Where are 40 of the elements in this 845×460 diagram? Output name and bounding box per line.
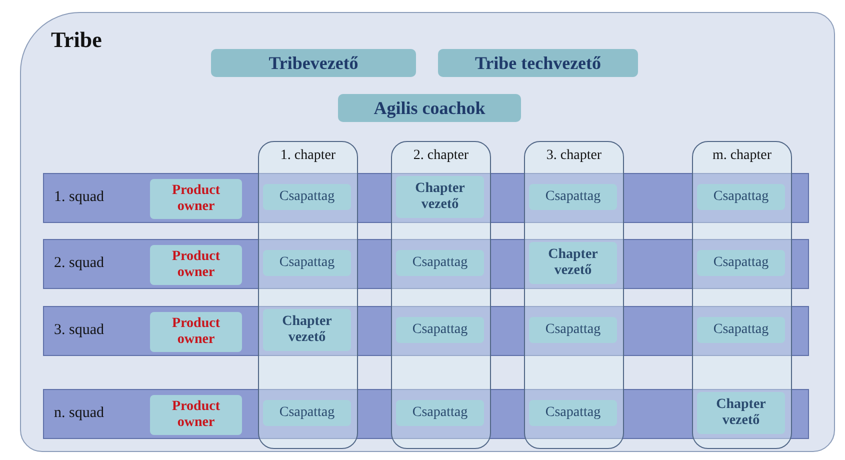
tribe-title: Tribe	[51, 27, 102, 53]
member-label: Csapattag	[279, 405, 335, 421]
member-label: Csapattag	[713, 322, 769, 338]
owner-box	[150, 179, 242, 219]
member-label: Chapter vezető	[281, 314, 333, 346]
chapter-header: 1. chapter	[279, 148, 337, 164]
leader-box	[438, 49, 638, 77]
tribe-panel	[20, 12, 835, 452]
leader-box	[211, 49, 416, 77]
owner-box	[150, 312, 242, 352]
owner-label: Product owner	[171, 183, 221, 215]
member-label: Csapattag	[412, 255, 468, 271]
owner-label: Product owner	[171, 249, 221, 281]
coach-box	[338, 94, 521, 122]
squad-label: 2. squad	[54, 255, 104, 272]
member-label: Csapattag	[412, 405, 468, 421]
member-label: Chapter vezető	[414, 181, 466, 213]
member-label: Csapattag	[545, 322, 601, 338]
member-label: Csapattag	[279, 189, 335, 205]
member-label: Chapter vezető	[547, 247, 599, 279]
member-label: Csapattag	[713, 189, 769, 205]
owner-label: Product owner	[171, 316, 221, 348]
member-label: Chapter vezető	[715, 397, 767, 429]
squad-label: n. squad	[54, 405, 104, 422]
squad-label: 1. squad	[54, 189, 104, 206]
member-label: Csapattag	[545, 405, 601, 421]
coach-label: Agilis coachok	[374, 98, 486, 118]
member-label: Csapattag	[412, 322, 468, 338]
leader-label: Tribevezető	[268, 52, 358, 74]
member-label: Csapattag	[545, 189, 601, 205]
owner-box	[150, 395, 242, 435]
member-label: Csapattag	[713, 255, 769, 271]
member-label: Csapattag	[279, 255, 335, 271]
squad-label: 3. squad	[54, 322, 104, 339]
chapter-header: m. chapter	[711, 148, 773, 164]
owner-label: Product owner	[171, 399, 221, 431]
leader-label: Tribe techvezető	[474, 52, 602, 74]
chapter-header: 2. chapter	[412, 148, 470, 164]
chapter-header: 3. chapter	[545, 148, 603, 164]
owner-box	[150, 245, 242, 285]
